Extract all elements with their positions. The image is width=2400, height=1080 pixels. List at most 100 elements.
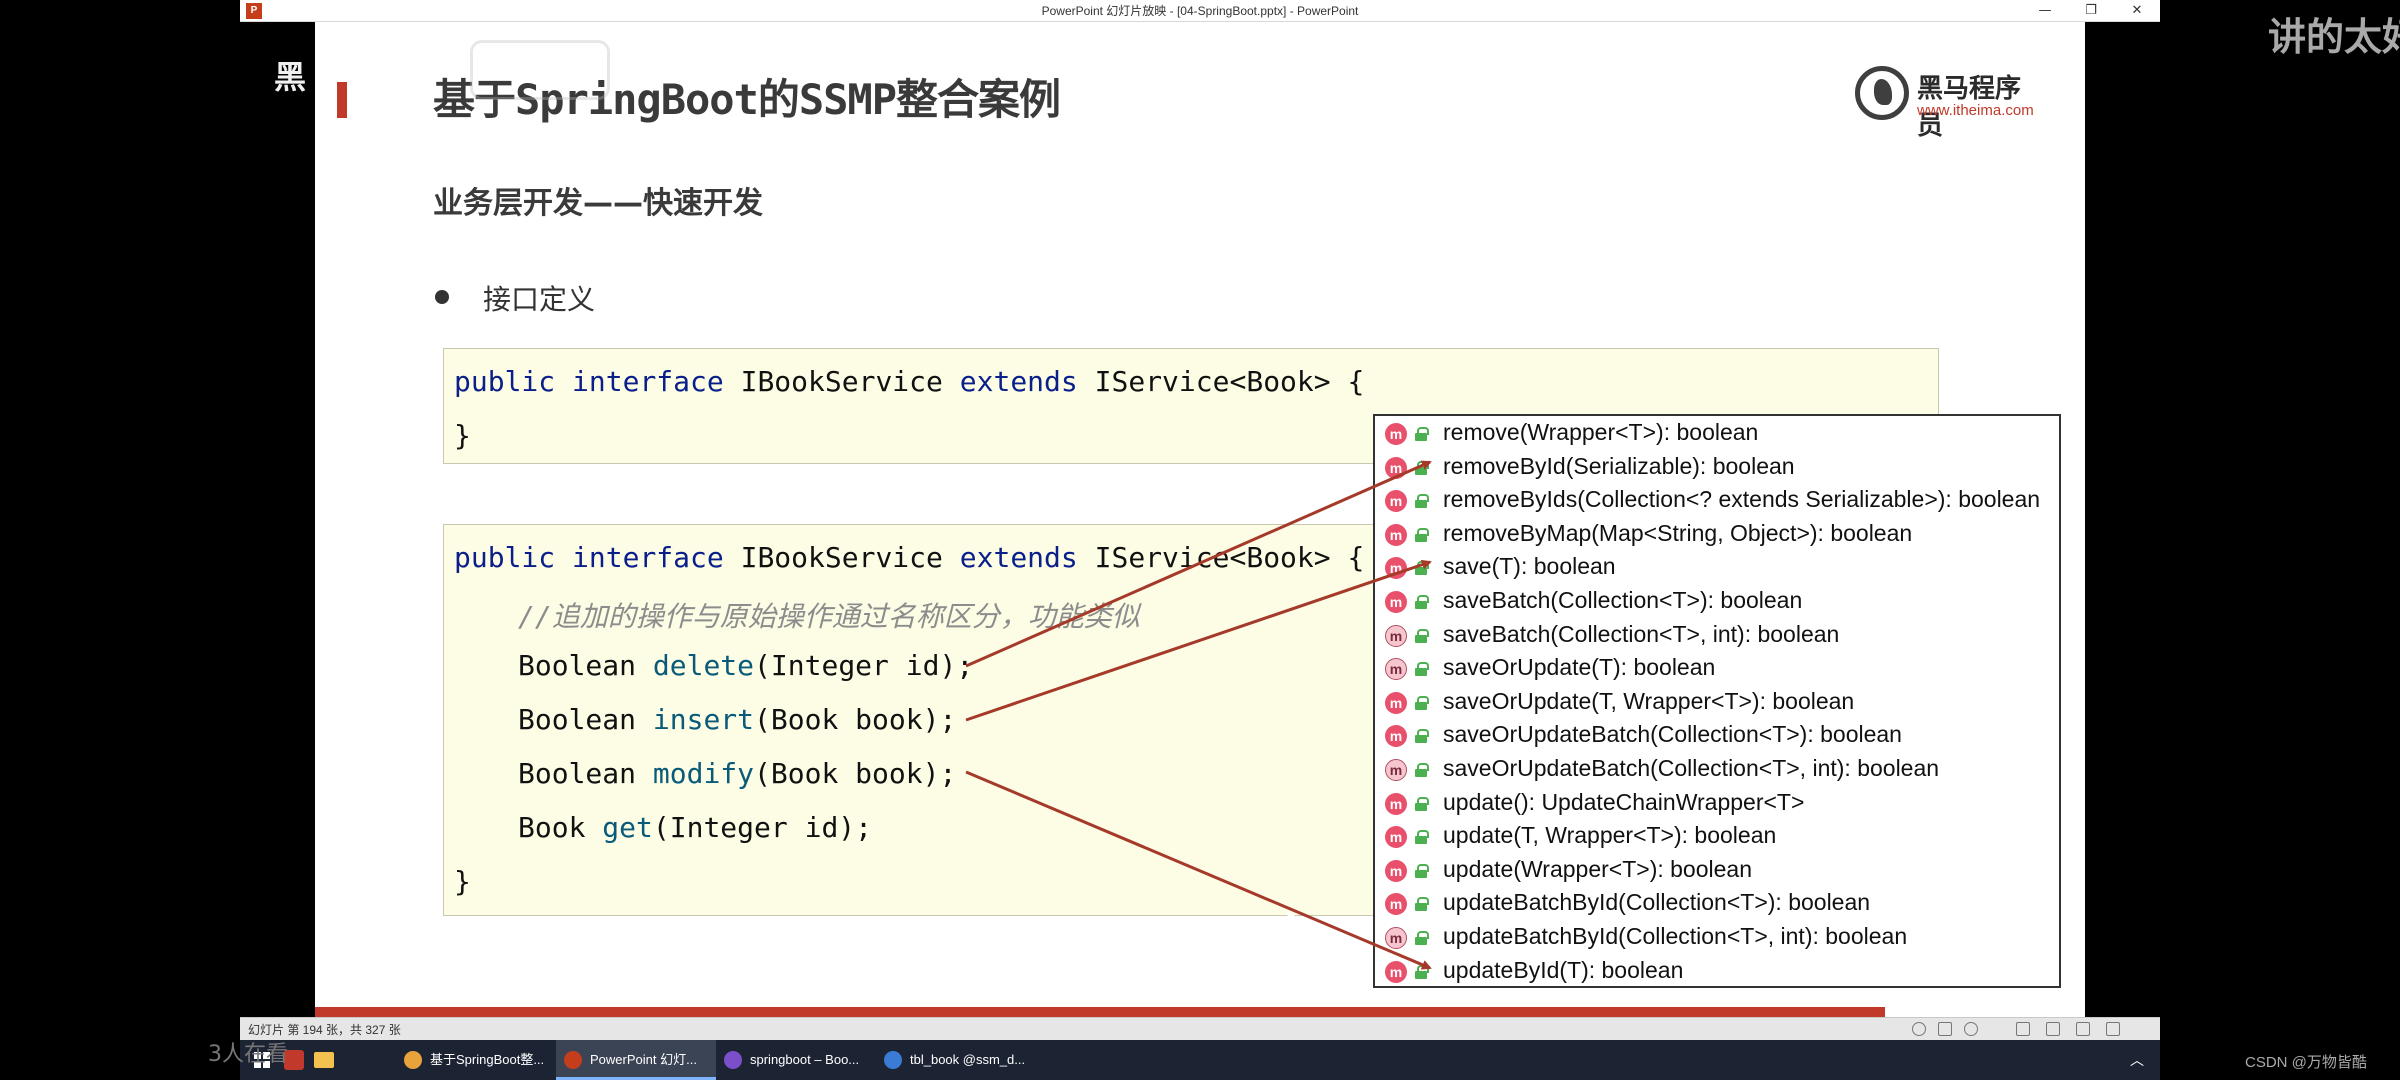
completion-item[interactable]: m removeByMap(Map<String, Object>): boole… [1375, 518, 2059, 551]
public-lock-icon [1415, 964, 1429, 979]
code-method: delete [652, 649, 755, 682]
method-icon: m [1385, 927, 1407, 949]
code-keyword: public [454, 541, 556, 574]
code-identifier: IBookService [740, 365, 943, 398]
public-lock-icon [1415, 729, 1429, 744]
completion-item-text: saveOrUpdate(T, Wrapper<T>): boolean [1443, 687, 1855, 714]
window-titlebar[interactable]: P PowerPoint 幻灯片放映 - [04-SpringBoot.pptx… [240, 0, 2160, 22]
code-identifier: IService<Book> { [1094, 541, 1365, 574]
file-explorer-icon[interactable] [314, 1052, 334, 1068]
prev-slide-icon[interactable] [1912, 1022, 1926, 1036]
public-lock-icon [1415, 628, 1429, 643]
completion-item[interactable]: m removeByIds(Collection<? extends Serial… [1375, 484, 2059, 517]
code-identifier: IBookService [740, 541, 943, 574]
slideshow-icon[interactable] [2106, 1022, 2120, 1036]
taskbar-app-icon [564, 1051, 582, 1069]
next-slide-icon[interactable] [1964, 1022, 1978, 1036]
slideshow-statusbar: 幻灯片 第 194 张，共 327 张 [240, 1017, 2160, 1040]
completion-item-text: saveBatch(Collection<T>, int): boolean [1443, 620, 1840, 647]
pause-icon[interactable] [1938, 1022, 1952, 1036]
code-keyword: interface [572, 541, 724, 574]
normal-view-icon[interactable] [2016, 1022, 2030, 1036]
code-method: insert [652, 703, 755, 736]
code-method: modify [652, 757, 755, 790]
taskbar-button-label: tbl_book @ssm_d... [910, 1052, 1026, 1067]
completion-item-text: remove(Wrapper<T>): boolean [1443, 419, 1759, 445]
app-tile-icon[interactable] [284, 1050, 304, 1070]
completion-item-text: updateById(T): boolean [1443, 956, 1684, 983]
csdn-watermark: CSDN @万物皆酷 [2245, 1054, 2367, 1071]
reading-view-icon[interactable] [2076, 1022, 2090, 1036]
completion-item[interactable]: m updateBatchById(Collection<T>, int): bo… [1375, 921, 2059, 954]
title-accent-bar [337, 82, 347, 118]
public-lock-icon [1415, 931, 1429, 945]
completion-item[interactable]: m remove(Wrapper<T>): boolean [1375, 417, 2059, 450]
restore-button[interactable]: ❐ [2085, 3, 2097, 18]
close-button[interactable]: ✕ [2131, 3, 2143, 18]
code-keyword: interface [572, 365, 724, 398]
code-params: (Book book); [754, 757, 957, 790]
taskbar-button[interactable]: springboot – Boo... [716, 1040, 876, 1080]
completion-item-text: removeByMap(Map<String, Object>): boolea… [1443, 519, 1913, 546]
taskbar-app-icon [404, 1051, 422, 1069]
slide-title: 基于SpringBoot的SSMP整合案例 [433, 75, 1061, 124]
code-type: Boolean [518, 703, 637, 736]
method-icon: m [1385, 490, 1407, 513]
taskbar-button[interactable]: tbl_book @ssm_d... [876, 1040, 1036, 1080]
public-lock-icon [1415, 460, 1429, 475]
logo-name: 黑马程序员 [1917, 74, 2022, 141]
code-type: Book [518, 811, 586, 844]
completion-item-text: saveBatch(Collection<T>): boolean [1443, 587, 1803, 613]
code-line: } [454, 865, 471, 898]
taskbar-button-label: 基于SpringBoot整... [430, 1052, 545, 1067]
completion-item-text: update(): UpdateChainWrapper<T> [1443, 788, 1805, 815]
powerpoint-app-icon: P [246, 3, 262, 19]
viewer-count: 3人在看 [208, 1042, 288, 1067]
slide-counter: 幻灯片 第 194 张，共 327 张 [248, 1023, 401, 1037]
taskbar-button[interactable]: 基于SpringBoot整... [396, 1040, 556, 1080]
code-type: Boolean [518, 757, 637, 790]
code-type: Boolean [518, 649, 637, 682]
method-icon: m [1385, 826, 1407, 849]
method-icon: m [1385, 759, 1407, 781]
code-method: get [602, 811, 653, 844]
completion-item-text: removeByIds(Collection<? extends Seriali… [1443, 486, 2041, 513]
public-lock-icon [1415, 662, 1429, 677]
public-lock-icon [1415, 595, 1429, 609]
completion-item-text: update(T, Wrapper<T>): boolean [1443, 822, 1777, 849]
tray-chevron-icon[interactable]: ︿ [2130, 1053, 2144, 1069]
taskbar-button[interactable]: PowerPoint 幻灯... [556, 1040, 716, 1080]
itheima-logo: 黑马程序员 www.itheima.com [1855, 62, 2045, 141]
public-lock-icon [1415, 863, 1429, 878]
completion-item-text: updateBatchById(Collection<T>, int): boo… [1443, 923, 1908, 949]
method-icon: m [1385, 456, 1407, 479]
taskbar-button-label: PowerPoint 幻灯... [590, 1052, 697, 1067]
completion-item-text: saveOrUpdate(T): boolean [1443, 654, 1716, 681]
completion-item-text: updateBatchById(Collection<T>): boolean [1443, 889, 1871, 916]
windows-start-icon[interactable] [254, 1052, 270, 1068]
completion-item-text: saveOrUpdateBatch(Collection<T>): boolea… [1443, 721, 1902, 748]
minimize-button[interactable]: — [2038, 3, 2052, 18]
slide-sorter-icon[interactable] [2046, 1022, 2060, 1036]
method-icon: m [1385, 658, 1407, 681]
method-icon: m [1385, 423, 1407, 445]
completion-item[interactable]: m update(T, Wrapper<T>): boolean [1375, 820, 2059, 853]
code-keyword: extends [959, 365, 1078, 398]
code-identifier: IService<Book> { [1094, 365, 1365, 398]
taskbar-app-icon [884, 1051, 902, 1069]
completion-item[interactable]: m saveOrUpdate(T): boolean [1375, 652, 2059, 685]
windows-taskbar: 基于SpringBoot整... PowerPoint 幻灯... springbo… [240, 1040, 2160, 1080]
method-icon: m [1385, 523, 1407, 546]
